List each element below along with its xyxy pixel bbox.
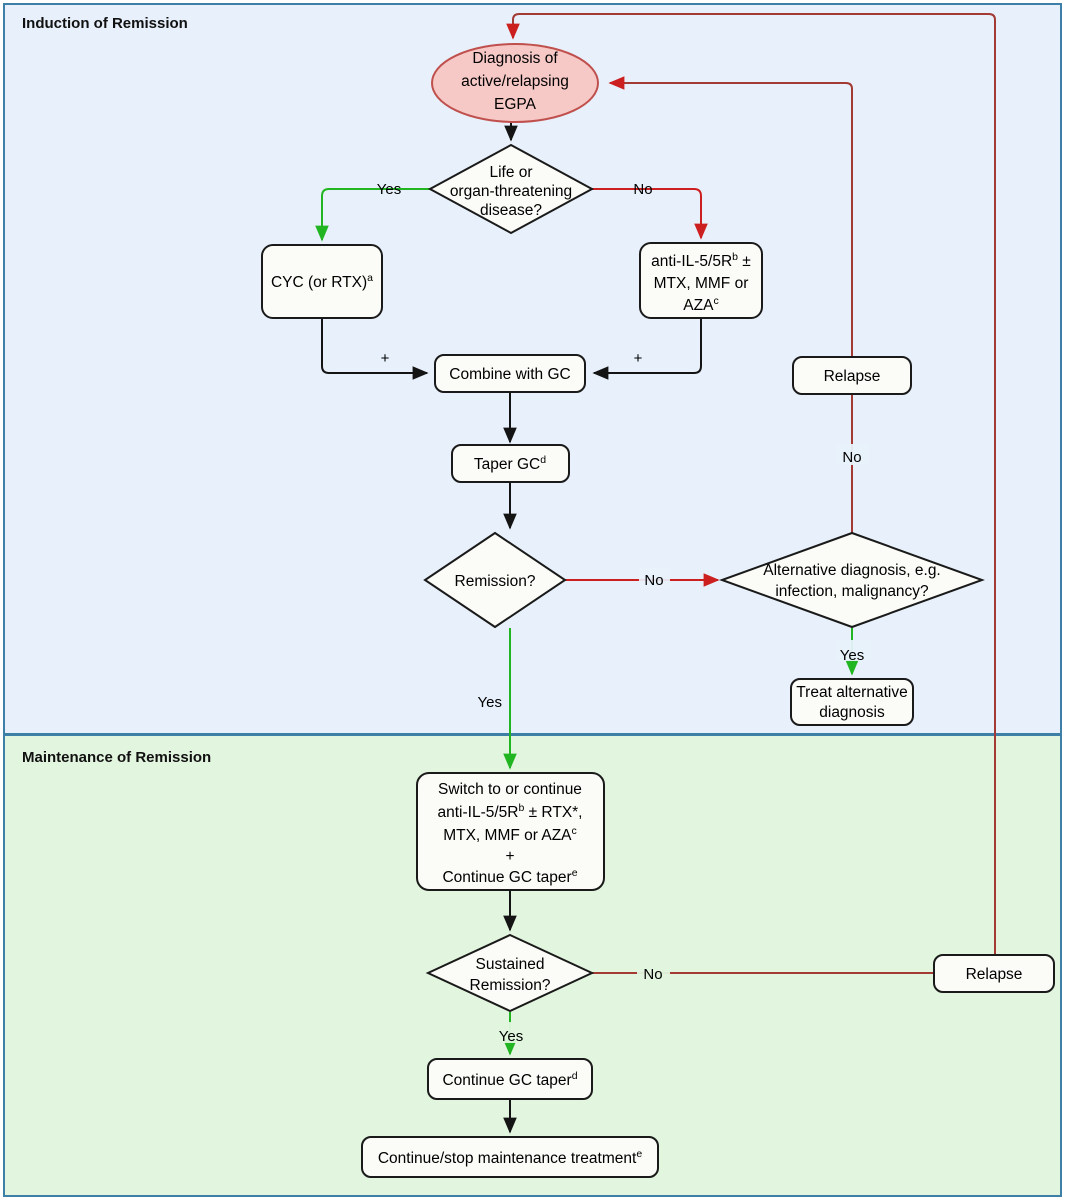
svg-text:Taper GCd: Taper GCd [474,454,546,473]
edge-life-no-to-antiil5 [592,188,708,240]
node-start-line2: active/relapsing [461,73,569,90]
edge-relapse-top-to-start [608,76,853,357]
node-life-line2: organ-threatening [450,183,572,200]
node-switch-line1: Switch to or continue [438,781,582,798]
node-relapse-bottom[interactable]: Relapse [933,954,1055,993]
node-cyc-label: CYC (or RTX) [271,274,367,291]
node-relapse-top[interactable]: Relapse [792,356,912,395]
node-antiil5-line2: MTX, MMF or [654,275,749,292]
node-switch-line4: + [505,848,514,865]
edge-label-no-relapse-top: No [842,449,861,466]
node-taper-gc[interactable]: Taper GCd [451,444,570,483]
node-start-line1: Diagnosis of [472,50,558,67]
node-continue-gc-taper[interactable]: Continue GC taperd [427,1058,593,1100]
node-life-line1: Life or [489,164,532,181]
edge-label-plus-right: + [634,350,643,367]
node-remission-decision[interactable]: Remission? [423,531,567,629]
node-alt-line2: infection, malignancy? [775,583,929,600]
node-relapse-bottom-label: Relapse [966,966,1023,983]
node-continue-stop-label: Continue/stop maintenance treatment [378,1150,637,1167]
node-treat-line1: Treat alternative [796,684,907,701]
node-remission-label: Remission? [455,573,536,590]
node-cyc[interactable]: CYC (or RTX)a [261,244,383,319]
node-antiil5-line3: AZA [683,297,714,314]
node-alt-line1: Alternative diagnosis, e.g. [763,562,941,579]
edge-cyc-to-combine [321,318,429,380]
node-continue-taper-sup: d [572,1070,578,1082]
node-start[interactable]: Diagnosis of active/relapsing EGPA [431,43,599,123]
node-switch-sup2: b [518,802,524,814]
node-antiil5-line1b: ± [738,253,751,270]
svg-text:Continue GC tapere: Continue GC tapere [442,867,577,886]
node-sustained-remission-decision[interactable]: Sustained Remission? [425,933,595,1013]
node-switch-sup3: c [572,825,577,837]
node-switch-sup5: e [572,867,578,879]
edge-label-yes-remission: Yes [478,694,502,711]
node-start-line3: EGPA [494,96,537,113]
node-relapse-top-label: Relapse [824,368,881,385]
node-combine-with-gc[interactable]: Combine with GC [434,354,586,393]
node-anti-il5-induction[interactable]: anti-IL-5/5Rb ± MTX, MMF or AZAc [639,242,763,319]
edge-label-no-sustained: No [643,966,662,983]
node-switch-line2b: ± RTX*, [524,804,582,821]
node-taper-label: Taper GC [474,456,540,473]
node-alternative-diagnosis-decision[interactable]: Alternative diagnosis, e.g. infection, m… [719,531,985,629]
edge-label-yes-sustained: Yes [499,1028,523,1045]
node-continue-taper-label: Continue GC taper [442,1072,571,1089]
edge-relapse-bottom-to-start [506,13,996,955]
node-switch-line5: Continue GC taper [442,869,571,886]
svg-text:anti-IL-5/5Rb ±: anti-IL-5/5Rb ± [651,251,751,270]
node-antiil5-line1: anti-IL-5/5R [651,253,732,270]
node-treat-line2: diagnosis [819,704,885,721]
node-antiil5-sup1: b [732,251,738,263]
edge-label-plus-left: + [381,350,390,367]
svg-text:CYC (or RTX)a: CYC (or RTX)a [271,272,373,291]
node-treat-alternative[interactable]: Treat alternative diagnosis [790,678,914,726]
node-antiil5-sup3: c [713,295,718,307]
node-taper-sup: d [540,454,546,466]
node-switch-line3: MTX, MMF or AZA [443,827,572,844]
svg-text:anti-IL-5/5Rb ± RTX*,: anti-IL-5/5Rb ± RTX*, [437,802,582,821]
node-switch-line2: anti-IL-5/5R [437,804,518,821]
panel-title-induction: Induction of Remission [22,15,188,32]
edge-label-yes-alt: Yes [840,647,864,664]
svg-text:Continue/stop maintenance trea: Continue/stop maintenance treatmente [378,1148,643,1167]
node-sustained-line2: Remission? [470,977,551,994]
edge-label-no-remission-fg: No [644,572,663,589]
panel-title-maintenance: Maintenance of Remission [22,749,211,766]
node-cyc-sup: a [367,272,373,284]
node-maintenance-switch[interactable]: Switch to or continue anti-IL-5/5Rb ± RT… [416,772,605,891]
node-sustained-line1: Sustained [476,956,545,973]
svg-text:MTX, MMF or AZAc: MTX, MMF or AZAc [443,825,577,844]
node-continue-stop-sup: e [636,1148,642,1160]
node-life-line3: disease? [480,202,542,219]
node-continue-stop-maintenance[interactable]: Continue/stop maintenance treatmente [361,1136,659,1178]
node-combine-label: Combine with GC [449,366,570,383]
svg-text:Continue GC taperd: Continue GC taperd [442,1070,577,1089]
svg-text:AZAc: AZAc [683,295,718,314]
edge-life-yes-to-cyc [315,188,430,242]
edge-label-yes-life: Yes [377,181,401,198]
edge-antiil5-to-combine [592,318,702,380]
node-life-threatening-decision[interactable]: Life or organ-threatening disease? [427,143,595,235]
edge-label-no-life: No [633,181,652,198]
